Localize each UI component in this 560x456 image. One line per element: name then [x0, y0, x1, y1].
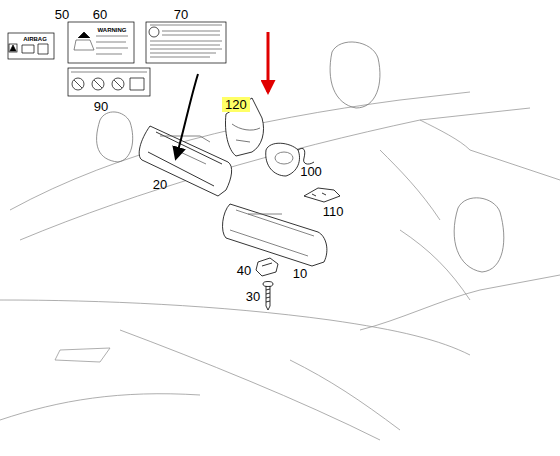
- clip-40: [256, 258, 278, 276]
- warning-stickers: [8, 22, 226, 96]
- callout-number: 60: [93, 8, 107, 21]
- car-outline: [0, 92, 560, 440]
- sun-visor-left: [139, 126, 231, 196]
- sticker-text: AIRBAG: [23, 36, 47, 42]
- clip-110: [304, 188, 340, 202]
- callout-number: 10: [293, 267, 307, 280]
- callout-number: 90: [94, 100, 108, 113]
- highlighted-callout: 120: [222, 97, 250, 112]
- sticker-text: WARNING: [98, 27, 127, 33]
- highlight-arrow: [267, 32, 270, 92]
- callout-number: 40: [237, 264, 251, 277]
- callout-number: 30: [246, 290, 260, 303]
- callout-number: 100: [300, 165, 322, 178]
- screw-30: [263, 282, 273, 311]
- sun-visor-right: [223, 204, 327, 266]
- rear-view-mirror-cover: [225, 98, 263, 156]
- callout-number: 50: [55, 8, 69, 21]
- callout-number: 20: [153, 178, 167, 191]
- pointer-arrow: [176, 74, 198, 158]
- headrests: [97, 42, 504, 272]
- callout-number: 110: [323, 205, 344, 218]
- callout-number: 70: [174, 8, 188, 21]
- callout-number: 120: [225, 97, 247, 112]
